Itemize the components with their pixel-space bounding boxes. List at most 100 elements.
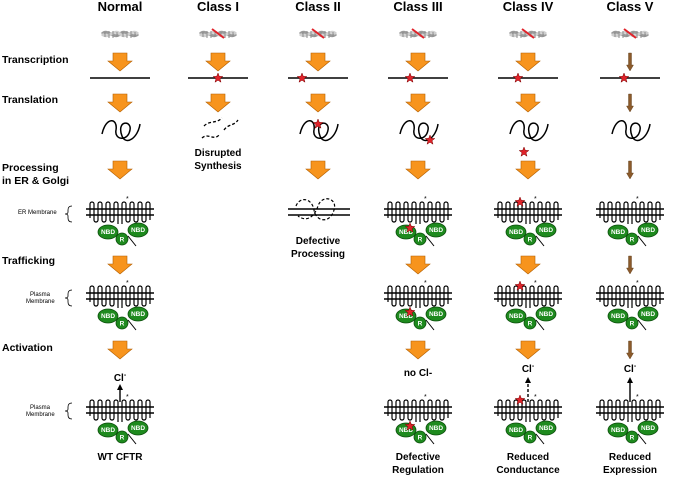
nbd-domain-2 [535,420,557,436]
outcome-class-i-line2: Synthesis [194,161,242,172]
protein-chain [399,119,439,142]
er-membrane-label: ER Membrane [18,210,57,216]
r-domain [115,430,129,444]
r-domain [413,430,427,444]
dna-mutation-mark [411,28,425,39]
plasma-membrane-label-2b: Membrane [26,412,55,418]
translation-arrow [107,93,133,113]
nbd-label: NBD [539,227,553,234]
activation-arrow [515,340,541,360]
processing-arrow [515,160,541,180]
chloride-label-class-iv: Cl- [522,363,535,375]
mutation-star [404,72,416,83]
no-chloride-label: no Cl- [404,368,432,379]
nbd-domain-2 [425,306,447,322]
column-header-class-i: Class I [197,0,239,14]
plasma-membrane-label-2: Plasma [30,405,51,411]
nbd-domain-1 [607,422,629,438]
nbd-label: NBD [399,313,413,320]
r-domain [625,232,639,246]
translation-arrow [515,93,541,113]
r-domain [115,316,129,330]
mutation-star [512,72,524,83]
trafficking-arrow [405,255,431,275]
nbd-domain-1 [505,308,527,324]
r-label: R [630,435,635,442]
protein-chain [611,119,651,142]
outcome-class-i-line1: Disrupted [195,148,242,159]
column-header-normal: Normal [98,0,143,14]
processing-arrow [405,160,431,180]
protein-chain [509,119,549,142]
nbd-label: NBD [399,427,413,434]
nbd-label: NBD [131,311,145,318]
chloride-label-class-v: Cl- [624,363,637,375]
disrupted-protein-chain [201,117,239,139]
nbd-domain-2 [425,222,447,238]
r-label: R [418,237,423,244]
stage-label-trafficking: Trafficking [2,255,55,267]
nbd-domain-1 [607,308,629,324]
chloride-label-normal: Cl- [114,372,127,384]
plasma-membrane-label-1b: Membrane [26,299,55,305]
chloride-flux-arrow-reduced-head [525,377,531,383]
column-header-class-iv: Class IV [503,0,554,14]
mutation-star [514,394,526,405]
nbd-domain-1 [607,224,629,240]
column-header-class-v: Class V [607,0,654,14]
outcome-class-iv-line1: Reduced [507,452,549,463]
nbd-label: NBD [641,425,655,432]
dna-mutation-mark [311,28,325,39]
translation-arrow [405,93,431,113]
r-domain [523,430,537,444]
nbd-domain-1 [505,224,527,240]
activation-arrow [107,340,133,360]
outcome-class-v-line1: Reduced [609,452,651,463]
r-label: R [120,435,125,442]
nbd-label: NBD [429,425,443,432]
nbd-label: NBD [399,229,413,236]
nbd-label: NBD [539,311,553,318]
r-label: R [120,237,125,244]
outcome-class-iii-line1: Defective [396,452,441,463]
nbd-label: NBD [611,229,625,236]
nbd-domain-1 [505,422,527,438]
membrane-braces [64,205,73,420]
r-domain [115,232,129,246]
nbd-label: NBD [101,427,115,434]
nbd-domain-2 [535,222,557,238]
transcription-arrow [107,52,133,72]
stage-label-processing-er-golgi: in ER & Golgi [2,175,69,187]
outcome-class-ii-line2: Processing [291,249,345,260]
r-label: R [528,321,533,328]
r-label: R [528,435,533,442]
nbd-domain-2 [425,420,447,436]
dna-icon [100,29,140,40]
misfolded-protein [295,198,336,221]
transcription-arrow [205,52,231,72]
r-domain [413,232,427,246]
r-label: R [528,237,533,244]
protein-chain [101,119,141,142]
r-domain [413,316,427,330]
r-domain [625,316,639,330]
nbd-label: NBD [101,229,115,236]
dna-mutation-mark [623,28,637,39]
mutation-star [618,72,630,83]
nbd-label: NBD [641,227,655,234]
stage-label-activation: Activation [2,342,53,354]
outcome-class-v-line2: Expression [603,465,657,476]
trafficking-arrow [515,255,541,275]
nbd-label: NBD [509,427,523,434]
nbd-label: NBD [101,313,115,320]
trafficking-arrow [626,255,634,275]
r-label: R [630,321,635,328]
trafficking-arrow [107,255,133,275]
